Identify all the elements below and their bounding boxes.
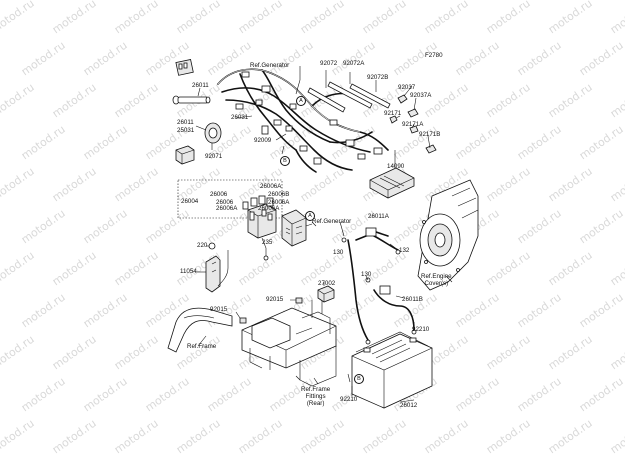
- callout-a-top: A: [296, 96, 306, 106]
- ref-engine-cover: Ref.Engine Cover(s): [421, 273, 452, 287]
- label-92171: 92171: [384, 110, 402, 117]
- bracket-group: [196, 242, 229, 293]
- harness-clips: [389, 85, 437, 154]
- label-235: 235: [262, 239, 273, 246]
- label-92072: 92072: [320, 60, 338, 67]
- label-26006A-top: 26006A: [260, 183, 282, 190]
- leader-lines-top: [195, 66, 301, 155]
- label-26012: 26012: [400, 402, 418, 409]
- label-92072B: 92072B: [367, 74, 389, 81]
- battery-tray-part: [241, 296, 337, 387]
- label-26006A-2: 26006A: [216, 205, 238, 212]
- connector-plate-part: [175, 58, 194, 76]
- callout-b-bottom: B: [354, 374, 364, 384]
- label-92015-left: 92015: [210, 306, 228, 313]
- label-11054: 11054: [180, 268, 197, 275]
- label-26006A-4: 26006A: [258, 205, 280, 212]
- label-130-b: 130: [361, 271, 372, 278]
- callout-b-top: B: [280, 156, 290, 166]
- frame-tube-part: [167, 307, 233, 353]
- label-220: 220: [197, 242, 208, 249]
- ref-frame-fittings: Ref.Frame Fittings (Rear): [301, 386, 331, 407]
- label-92072A: 92072A: [343, 60, 365, 67]
- battery-part: [351, 329, 433, 409]
- label-132: 132: [399, 247, 410, 254]
- label-130-a: 130: [333, 249, 344, 256]
- label-92210-a: 92210: [412, 326, 430, 333]
- label-25031: 25031: [177, 127, 195, 134]
- fuse-box-group: [177, 179, 283, 261]
- label-26031: 26031: [231, 114, 249, 121]
- clip-92015: [235, 297, 303, 324]
- relay-ring-part: [204, 122, 222, 144]
- label-92015-mid: 92015: [266, 296, 284, 303]
- label-92009: 92009: [254, 137, 272, 144]
- label-26011A: 26011A: [368, 213, 389, 220]
- label-26011B: 26011B: [402, 296, 423, 303]
- diagram-code: F2780: [425, 52, 443, 59]
- label-92210-b: 92210: [340, 396, 358, 403]
- label-92071: 92071: [205, 153, 223, 160]
- label-26006: 26006: [210, 191, 228, 198]
- leader-lines-bottom: [197, 221, 453, 403]
- label-26011-top: 26011: [192, 82, 209, 89]
- label-92171B: 92171B: [419, 131, 441, 138]
- relay-block-part: [175, 145, 195, 165]
- relay-cover-part: [317, 285, 335, 303]
- battery-cover-part: [369, 150, 415, 199]
- harness-tubes: [307, 70, 391, 113]
- engine-cover-part: [417, 179, 479, 291]
- label-26006A-3: 26006A: [268, 199, 290, 206]
- generator-connector-part: [281, 209, 313, 247]
- label-26006-2: 26006: [216, 199, 234, 206]
- label-26006B: 26006B: [268, 191, 290, 198]
- ref-generator-top: Ref.Generator: [250, 62, 290, 69]
- label-92037: 92037: [398, 84, 416, 91]
- fuse-part: [172, 95, 211, 105]
- label-26004: 26004: [181, 198, 199, 205]
- label-92037A: 92037A: [410, 92, 432, 99]
- label-26011-left: 26011: [177, 119, 194, 126]
- battery-cables: [341, 227, 415, 341]
- callout-a-mid: A: [305, 211, 315, 221]
- label-92171A: 92171A: [402, 121, 424, 128]
- label-27002: 27002: [318, 280, 336, 287]
- ref-generator-mid: Ref.Generator: [312, 218, 352, 225]
- label-14090: 14090: [387, 163, 405, 170]
- wiring-harness: [217, 68, 389, 173]
- ref-frame: Ref.Frame: [187, 343, 217, 350]
